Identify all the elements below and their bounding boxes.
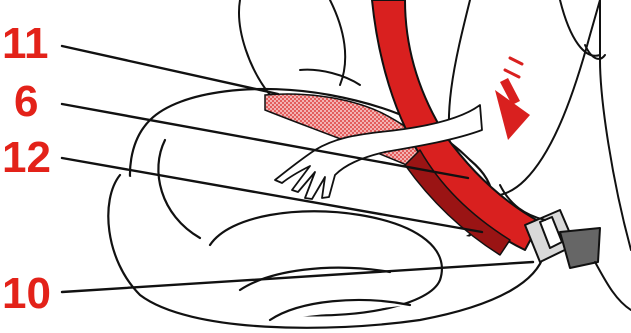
callout-12: 12 — [2, 133, 51, 182]
callout-10: 10 — [2, 269, 51, 318]
leader-11 — [62, 46, 278, 94]
child-seat-backrest — [239, 0, 360, 95]
downward-arrow-icon — [495, 58, 530, 140]
callout-6: 6 — [14, 77, 38, 126]
callouts: 11 6 12 10 — [2, 19, 51, 318]
callout-11: 11 — [2, 19, 49, 68]
